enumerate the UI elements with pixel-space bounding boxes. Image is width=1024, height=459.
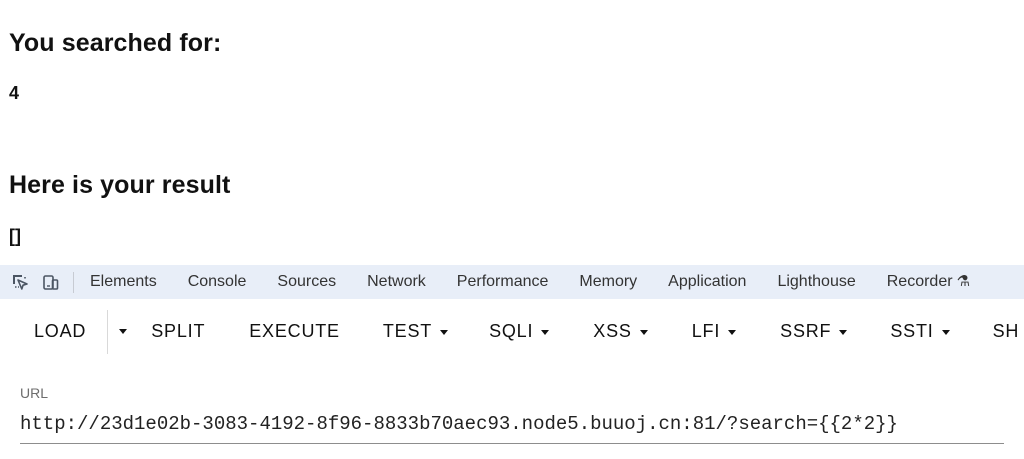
execute-button-label: EXECUTE xyxy=(249,321,340,341)
load-options-dropdown[interactable] xyxy=(118,310,128,354)
shell-menu-label: SH xyxy=(992,321,1020,341)
tab-sources[interactable]: Sources xyxy=(277,273,337,290)
chevron-down-icon xyxy=(728,330,737,335)
ssti-menu-label: SSTI xyxy=(890,321,934,341)
shell-menu-button[interactable]: SH xyxy=(993,310,1020,354)
tab-recorder-label: Recorder xyxy=(886,273,953,290)
search-value: 4 xyxy=(9,83,20,103)
result-value: [] xyxy=(9,226,21,246)
ssti-menu-button[interactable]: SSTI xyxy=(890,310,950,354)
chevron-down-icon xyxy=(839,330,848,335)
inspect-element-icon[interactable] xyxy=(11,273,29,291)
sqli-menu-button[interactable]: SQLI xyxy=(489,310,550,354)
test-menu-button[interactable]: TEST xyxy=(382,310,449,354)
tab-lighthouse[interactable]: Lighthouse xyxy=(777,273,856,290)
sqli-menu-label: SQLI xyxy=(489,321,534,341)
lfi-menu-button[interactable]: LFI xyxy=(691,310,737,354)
load-button[interactable]: LOAD xyxy=(34,310,86,354)
page-content: You searched for: 4 Here is your result … xyxy=(9,0,1009,265)
flask-icon: ⚗ xyxy=(956,273,971,290)
chevron-down-icon xyxy=(941,330,950,335)
chevron-down-icon xyxy=(541,330,550,335)
ssrf-menu-label: SSRF xyxy=(780,321,832,341)
chevron-down-icon xyxy=(440,330,449,335)
split-button[interactable]: SPLIT xyxy=(151,310,205,354)
device-toolbar-icon[interactable] xyxy=(42,273,60,291)
load-button-label: LOAD xyxy=(34,321,87,341)
xss-menu-label: XSS xyxy=(593,321,632,341)
chevron-down-icon xyxy=(119,329,128,334)
chevron-down-icon xyxy=(639,330,648,335)
url-editor: URL xyxy=(0,364,1024,459)
lfi-menu-label: LFI xyxy=(691,321,721,341)
result-heading: Here is your result xyxy=(9,171,231,199)
devtools-tab-bar: Elements Console Sources Network Perform… xyxy=(0,265,1024,299)
tab-memory[interactable]: Memory xyxy=(579,273,638,290)
execute-button[interactable]: EXECUTE xyxy=(249,310,340,354)
tab-application[interactable]: Application xyxy=(668,273,747,290)
split-button-label: SPLIT xyxy=(151,321,206,341)
url-input[interactable] xyxy=(20,409,1004,444)
load-split-divider xyxy=(107,309,109,354)
tab-elements[interactable]: Elements xyxy=(90,273,157,290)
search-heading: You searched for: xyxy=(9,29,222,57)
url-label: URL xyxy=(20,385,49,401)
xss-menu-button[interactable]: XSS xyxy=(593,310,648,354)
hackbar-toolbar: LOAD SPLIT EXECUTE TEST SQLI XSS LFI xyxy=(0,299,1024,364)
tab-network[interactable]: Network xyxy=(367,273,426,290)
tab-console[interactable]: Console xyxy=(187,273,247,290)
ssrf-menu-button[interactable]: SSRF xyxy=(780,310,848,354)
devtools-icon-divider xyxy=(73,271,74,293)
test-menu-label: TEST xyxy=(382,321,433,341)
tab-performance[interactable]: Performance xyxy=(456,273,549,290)
tab-recorder[interactable]: Recorder ⚗ xyxy=(887,272,970,292)
